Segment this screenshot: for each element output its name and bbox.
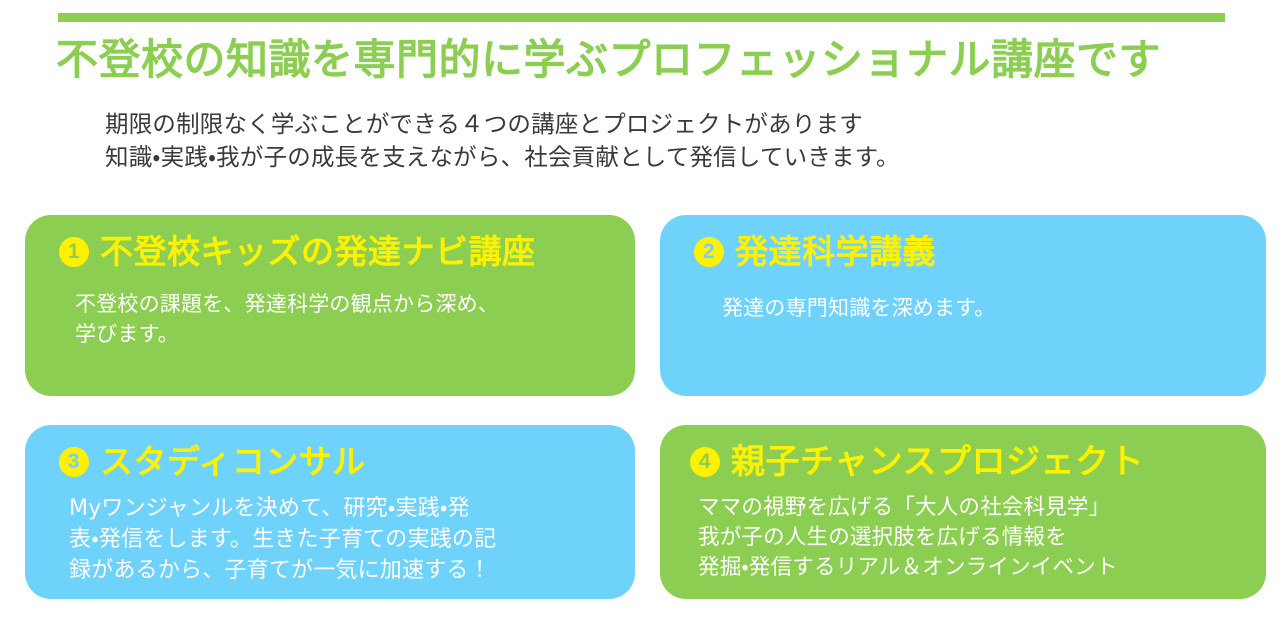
course-card-2-title: 発達科学講義: [735, 232, 936, 271]
body-line: 学びます。: [75, 322, 179, 347]
course-card-1-title: 不登校キッズの発達ナビ講座: [100, 232, 536, 271]
course-card-1-body: 不登校の課題を、発達科学の観点から深め、 学びます。: [75, 289, 609, 350]
number-badge-icon: 2: [694, 236, 724, 267]
subtitle-line-1: 期限の制限なく学ぶことができる４つの講座とプロジェクトがあります: [105, 110, 863, 138]
course-card-3-body: Myワンジャンルを決めて、研究・実践・発 表・発信をします。生きた子育ての実践の…: [69, 493, 617, 587]
body-line: 録があるから、子育てが一気に加速する！: [69, 558, 491, 584]
course-card-2-title-row: 2 発達科学講義: [694, 235, 1254, 268]
number-badge-icon: 4: [690, 447, 720, 477]
body-line: 我が子の人生の選択肢を広げる情報を: [698, 525, 1067, 551]
body-line: 表・発信をします。生きた子育ての実践の記: [69, 527, 497, 553]
course-card-2[interactable]: 2 発達科学講義 発達の専門知識を深めます。: [660, 215, 1266, 396]
course-card-1[interactable]: 1 不登校キッズの発達ナビ講座 不登校の課題を、発達科学の観点から深め、 学びま…: [25, 215, 635, 396]
body-line: 発達の専門知識を深めます。: [722, 296, 996, 320]
body-line: 発掘・発信するリアル＆オンラインイベント: [698, 555, 1118, 581]
page-title: 不登校の知識を専門的に学ぶプロフェッショナル講座です: [56, 35, 1162, 84]
course-card-4-title-row: 4 親子チャンスプロジェクト: [690, 445, 1254, 479]
course-card-1-title-row: 1 不登校キッズの発達ナビ講座: [59, 235, 623, 268]
course-card-2-body: 発達の専門知識を深めます。: [722, 293, 1246, 323]
header-rule-bar: [58, 13, 1225, 22]
subtitle-line-2: 知識・実践・我が子の成長を支えながら、社会貢献として発信していきます。: [105, 143, 900, 172]
course-card-3-title-row: 3 スタディコンサル: [59, 445, 623, 478]
course-card-4-title: 親子チャンスプロジェクト: [731, 442, 1144, 482]
course-card-4-body: ママの視野を広げる「大人の社会科見学」 我が子の人生の選択肢を広げる情報を 発掘…: [698, 493, 1252, 583]
subtitle-block: 期限の制限なく学ぶことができる４つの講座とプロジェクトがあります 知識・実践・我…: [105, 108, 1225, 175]
body-line: 不登校の課題を、発達科学の観点から深め、: [75, 292, 499, 316]
course-card-3-title: スタディコンサル: [100, 442, 366, 481]
course-card-3[interactable]: 3 スタディコンサル Myワンジャンルを決めて、研究・実践・発 表・発信をします…: [25, 425, 635, 599]
course-card-4[interactable]: 4 親子チャンスプロジェクト ママの視野を広げる「大人の社会科見学」 我が子の人…: [660, 425, 1266, 599]
number-badge-icon: 3: [59, 446, 89, 477]
body-line: Myワンジャンルを決めて、研究・実践・発: [69, 496, 470, 521]
body-line: ママの視野を広げる「大人の社会科見学」: [698, 495, 1111, 520]
number-badge-icon: 1: [59, 236, 89, 267]
